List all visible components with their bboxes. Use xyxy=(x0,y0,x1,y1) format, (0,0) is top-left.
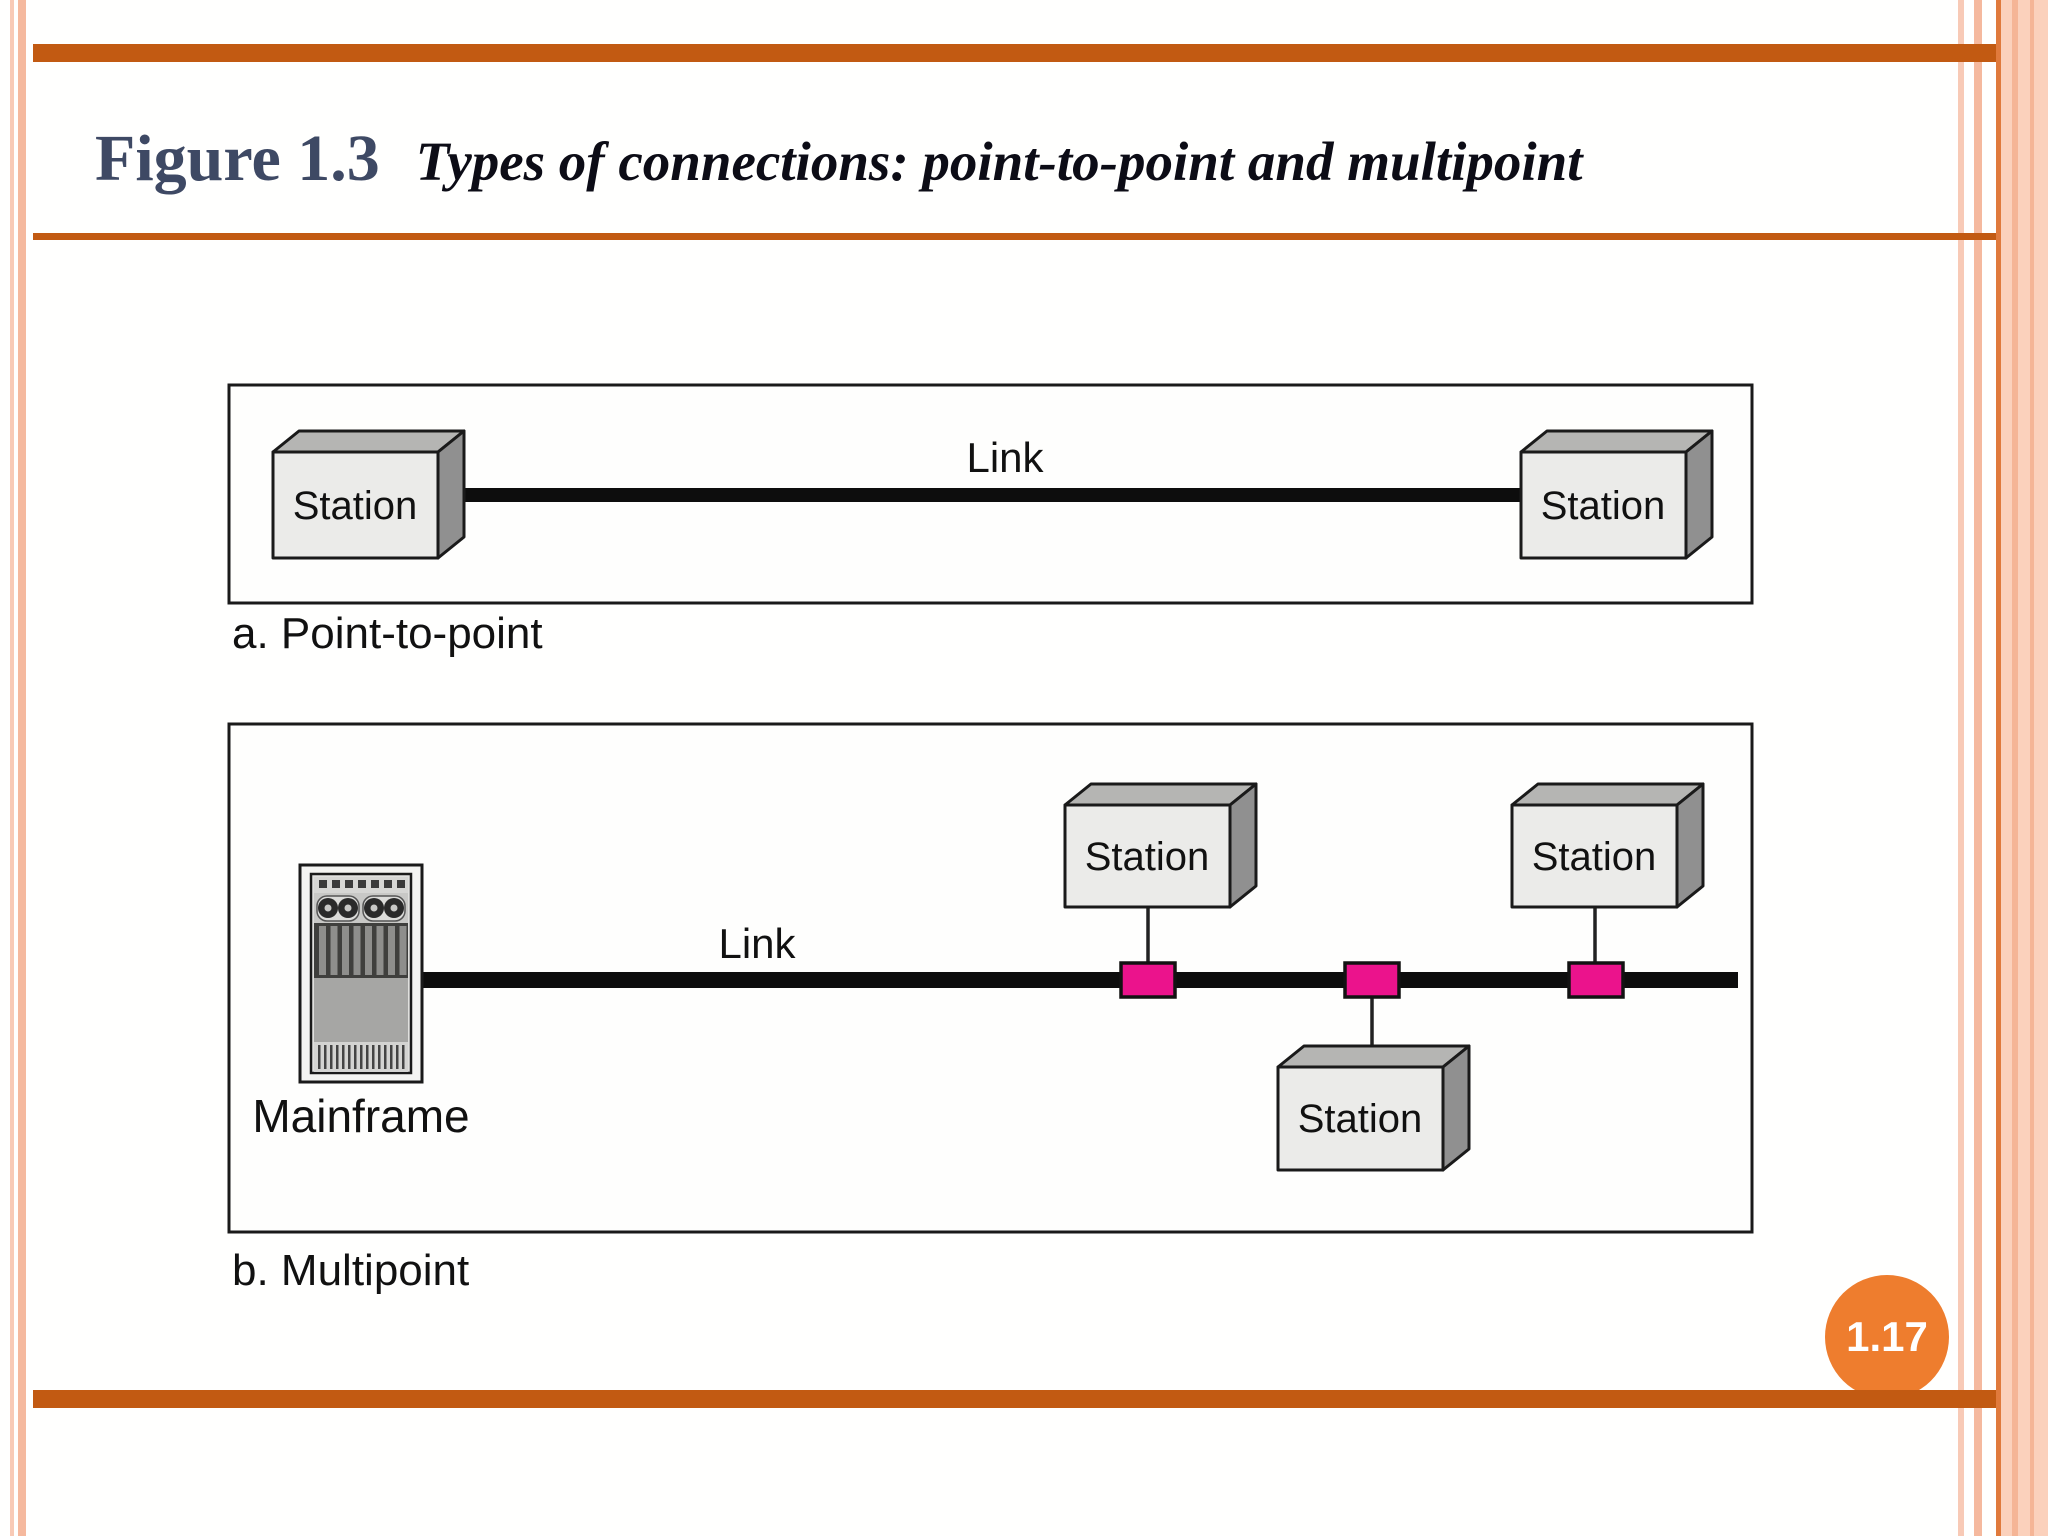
page-number-badge: 1.17 xyxy=(1825,1275,1949,1399)
station-label: Station xyxy=(1085,835,1210,879)
title-divider-bar xyxy=(33,233,1996,240)
station-box-front xyxy=(271,450,440,560)
bottom-accent-bar xyxy=(33,1390,1996,1408)
tap-connector-2 xyxy=(1343,961,1401,999)
station-node-b2: Station xyxy=(1510,782,1705,909)
station-label: Station xyxy=(293,484,418,528)
station-box-side xyxy=(436,429,466,560)
top-accent-bar xyxy=(33,44,1996,62)
station-box-side xyxy=(1441,1044,1471,1172)
panel-point-to-point: Link Station Station a. Point-to-point xyxy=(227,383,1754,658)
station-box-top xyxy=(1510,782,1705,807)
station-box-front xyxy=(1519,450,1688,560)
right-band-stripe-2 xyxy=(2030,0,2034,1536)
station-node-a-left: Station xyxy=(271,429,466,560)
tap-connector-1 xyxy=(1119,961,1177,999)
mainframe-column-bars xyxy=(319,926,407,975)
mainframe-lower-panel xyxy=(314,978,408,1042)
station-label: Station xyxy=(1532,835,1657,879)
tap-connector-3 xyxy=(1567,961,1625,999)
mainframe-tape-reels xyxy=(316,895,406,922)
right-side-band xyxy=(2001,0,2048,1536)
station-box-front xyxy=(1276,1065,1445,1172)
panel-multipoint: Link xyxy=(227,722,1754,1295)
mainframe-label: Mainframe xyxy=(252,1090,469,1142)
figure-title-text: Types of connections: point-to-point and… xyxy=(415,131,1583,192)
station-node-a-right: Station xyxy=(1519,429,1714,560)
station-box-top xyxy=(271,429,466,454)
station-label: Station xyxy=(1298,1097,1423,1141)
link-label-a: Link xyxy=(966,434,1044,481)
right-band-edge-line xyxy=(1996,0,2001,1536)
station-node-b1: Station xyxy=(1063,782,1258,909)
mainframe-indicator-lights xyxy=(319,880,405,888)
station-box-top xyxy=(1276,1044,1471,1069)
link-line-b xyxy=(422,972,1738,988)
page-number: 1.17 xyxy=(1846,1313,1928,1360)
station-box-top xyxy=(1063,782,1258,807)
station-node-b3: Station xyxy=(1276,1044,1471,1172)
panel-b-caption: b. Multipoint xyxy=(232,1246,469,1295)
link-label-b: Link xyxy=(718,920,796,967)
right-edge-stripe-outer xyxy=(1958,0,1964,1536)
left-edge-stripe-inner xyxy=(18,0,26,1536)
right-band-stripe-1 xyxy=(2012,0,2018,1536)
station-box-front xyxy=(1510,803,1679,909)
figure-number-label: Figure 1.3 xyxy=(95,122,380,195)
station-box-side xyxy=(1228,782,1258,909)
left-edge-stripe-outer xyxy=(10,0,14,1536)
station-box-front xyxy=(1063,803,1232,909)
mainframe-node: Mainframe xyxy=(252,863,470,1142)
station-box-side xyxy=(1684,429,1714,560)
station-box-top xyxy=(1519,429,1714,454)
right-edge-stripe-inner xyxy=(1974,0,1982,1536)
station-box-side xyxy=(1675,782,1705,909)
link-line-a xyxy=(438,488,1521,502)
station-label: Station xyxy=(1541,484,1666,528)
mainframe-grille-lines xyxy=(318,1045,405,1069)
panel-a-caption: a. Point-to-point xyxy=(232,609,543,658)
